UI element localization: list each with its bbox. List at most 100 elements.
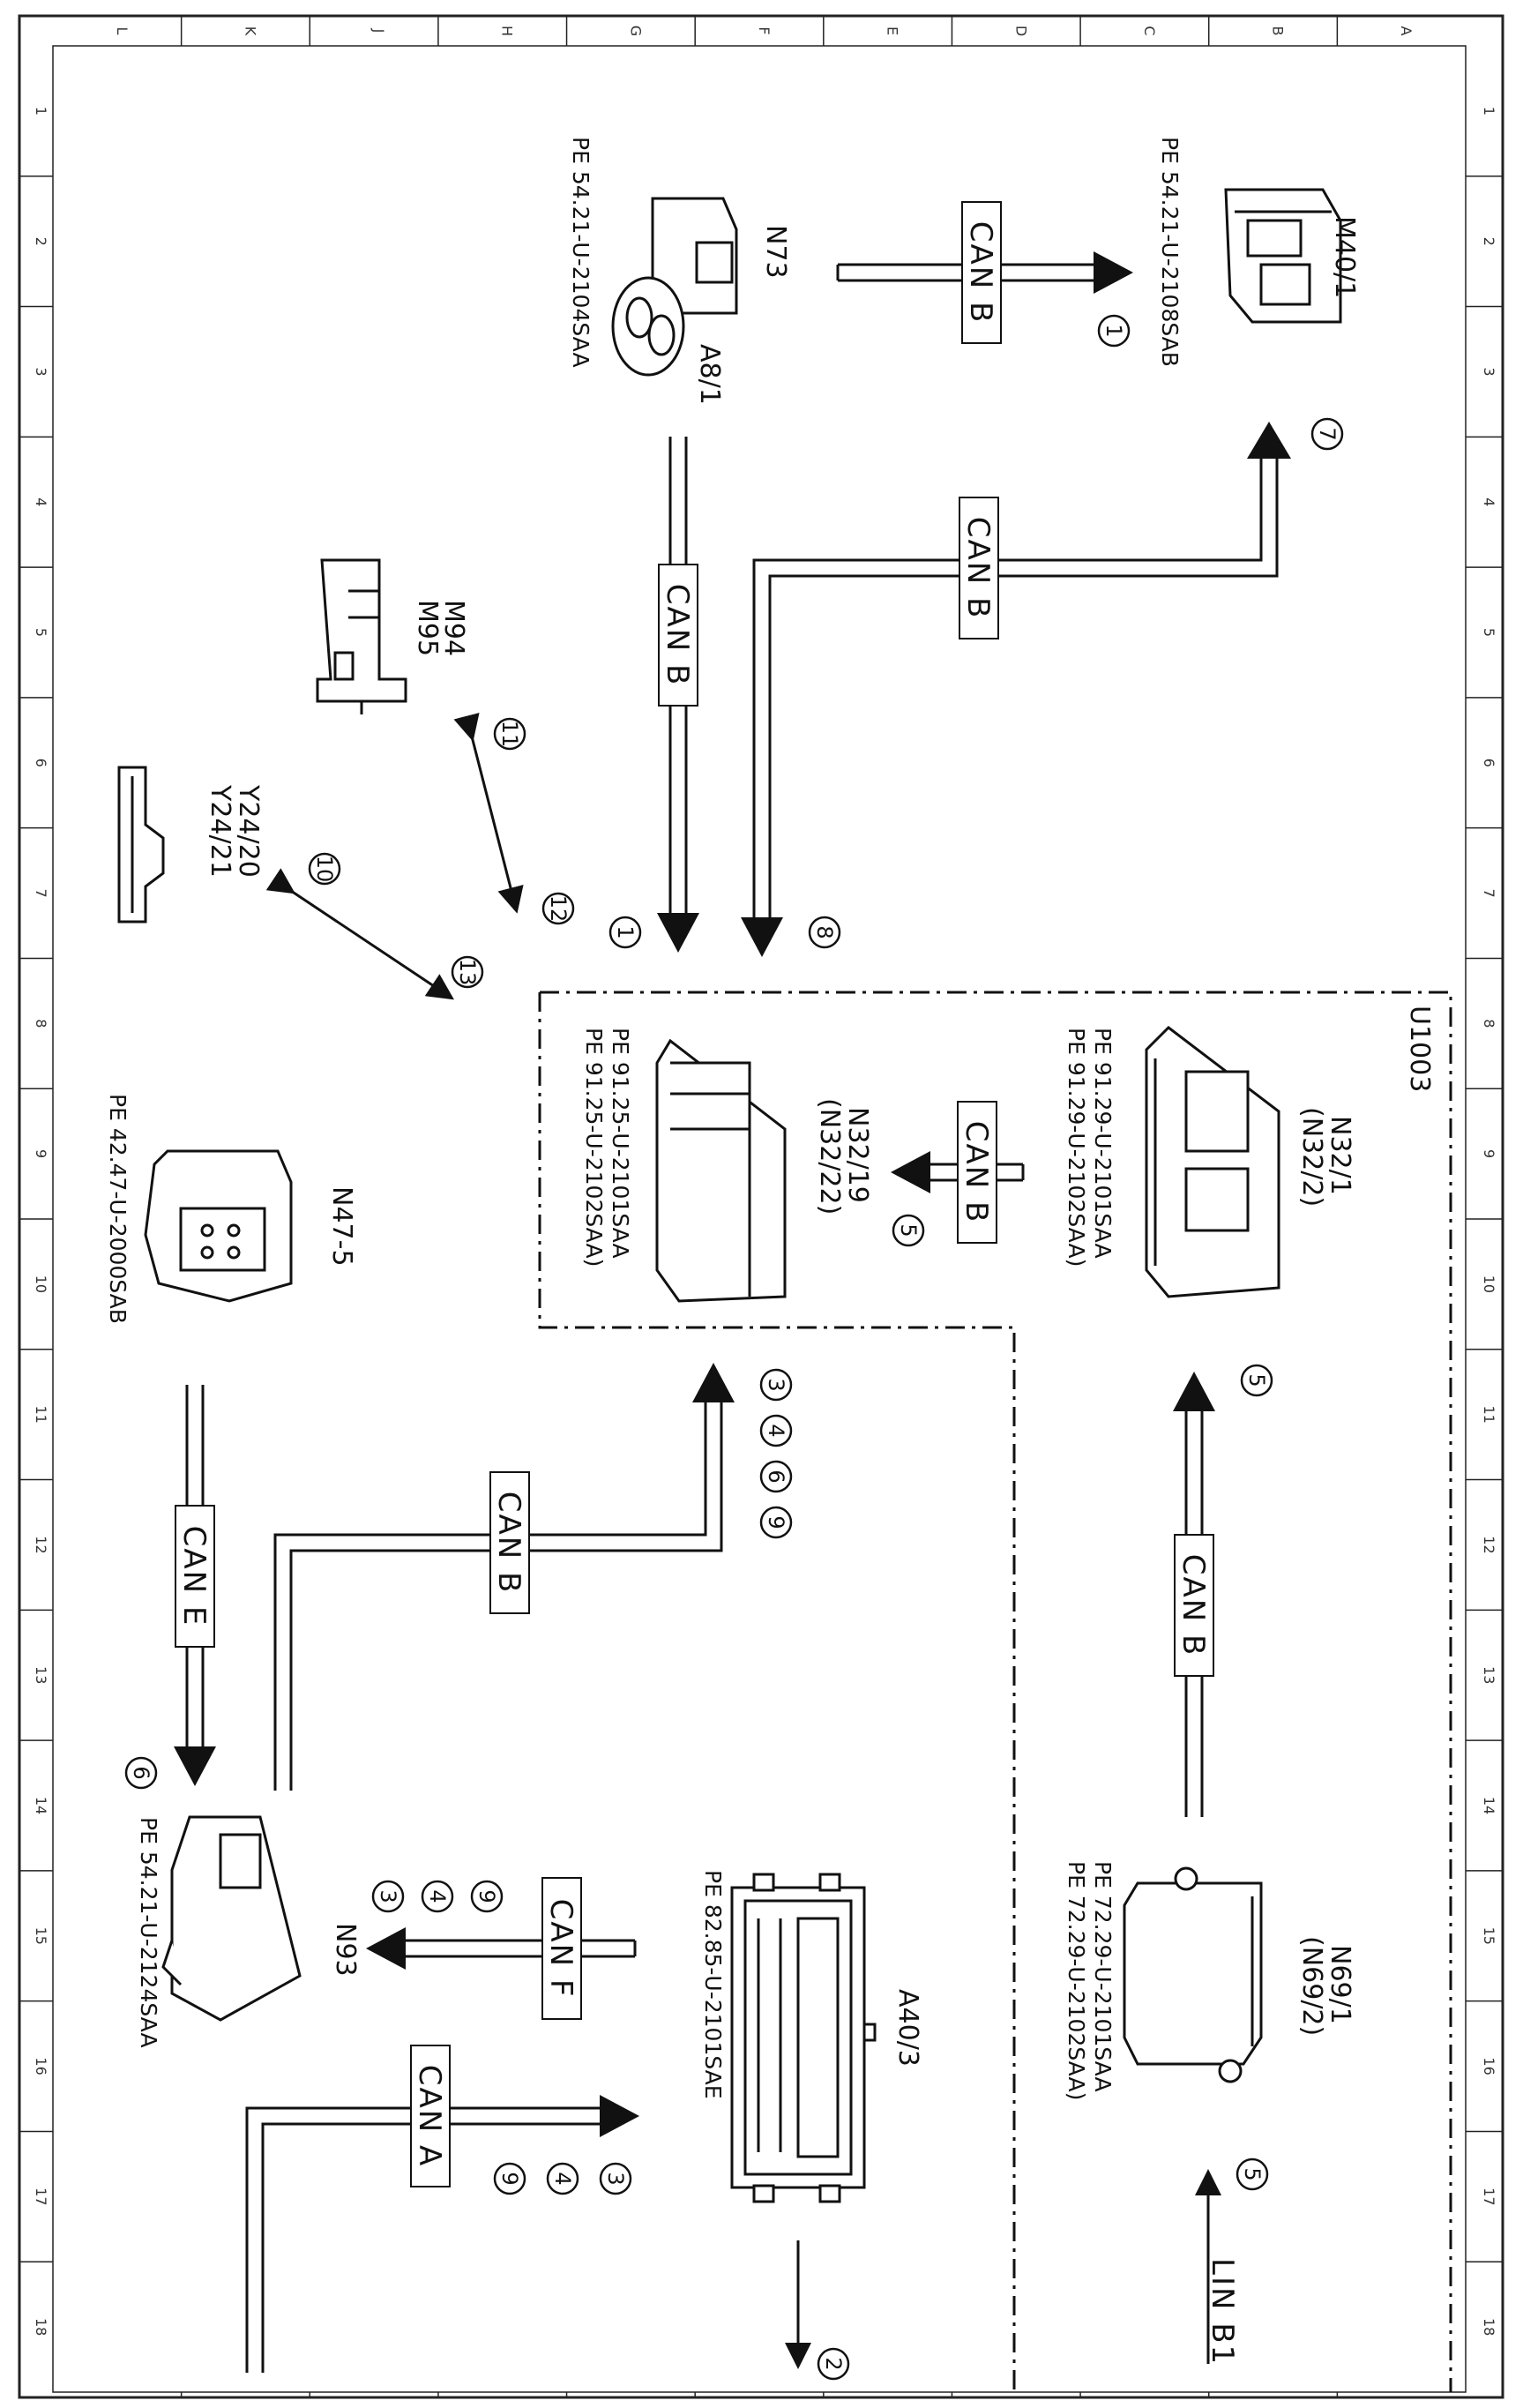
callout-1-top: 1 [1097,314,1131,348]
grid-col-label: D [1012,26,1029,36]
ref-n93: PE 54.21-U-2124SAA [136,1817,161,2048]
svg-text:5: 5 [896,1223,921,1237]
grid-col-label: A [1398,26,1415,36]
arrow-down-to-n32-19 [741,917,783,957]
grid-row-label: 16 [1481,2057,1497,2075]
svg-text:3: 3 [603,2172,628,2185]
grid-row-label: 10 [1481,1275,1497,1293]
svg-text:9: 9 [497,2172,522,2185]
arrow-up-to-n32-1 [1173,1372,1215,1411]
callout-5-lin: 5 [1236,2157,1269,2191]
svg-text:CAN F: CAN F [543,1899,579,1999]
svg-text:3: 3 [376,1889,400,1903]
grid-col-label: H [499,26,516,36]
grid-row-label: 17 [33,2187,49,2205]
grid-row-label: 12 [33,1536,49,1553]
callout-1-mid: 1 [608,916,642,949]
ref-n47-5: PE 42.47-U-2000SAB [105,1094,131,1324]
grid-row-label: 2 [33,237,49,246]
grid-row-label: 11 [33,1405,49,1423]
callout-2: 2 [817,2347,850,2381]
svg-text:CAN B: CAN B [959,1121,994,1224]
svg-text:7: 7 [1315,427,1340,440]
ref-m40-1: PE 54.21-U-2108SAB [1157,137,1183,367]
arrow-down-to-n93 [174,1746,216,1786]
callout-9-a40: 9 [493,2162,526,2195]
label-n93: N93 [330,1923,361,1977]
grid-col-label: K [242,26,258,36]
link-y24-n32 [265,868,454,1000]
grid-row-label: 12 [1481,1536,1497,1553]
grid-lines [19,16,1503,2397]
callout-4-n93: 4 [421,1880,454,1913]
svg-text:CAN B: CAN B [960,517,996,620]
callout-10: 10 [308,852,341,886]
svg-text:CAN B: CAN B [1176,1554,1211,1657]
grid-row-label: 4 [1481,497,1497,506]
bus-label-can-b-m40: CAN B [959,497,999,639]
grid-col-label: E [885,26,901,35]
grid-row-label: 7 [33,888,49,897]
grid-col-label: J [370,28,387,34]
grid-row-label: 3 [1481,367,1497,376]
label-m40-1: M40/1 [1329,216,1360,298]
svg-text:1: 1 [1101,324,1126,337]
svg-text:10: 10 [312,856,337,883]
grid-row-label: 4 [33,497,49,506]
grid-col-label: G [627,26,644,36]
arrow-to-n32-19-left [891,1151,930,1193]
bus-label-can-e: CAN E [175,1505,215,1648]
link-m94-n32 [453,713,524,914]
bus-label-can-b-n32: CAN B [957,1101,997,1244]
svg-text:4: 4 [425,1889,450,1903]
y24-component-drawing [117,766,165,924]
n32-19-component-drawing [655,1038,787,1303]
label-n69-2: (N69/2) [1296,1936,1327,2036]
m94-m95-component-drawing [316,558,407,714]
grid-row-label: 16 [33,2057,49,2075]
svg-text:9: 9 [764,1515,788,1529]
svg-text:1: 1 [613,925,638,939]
callout-9-upper: 9 [759,1506,793,1539]
callout-12: 12 [541,892,575,925]
bus-label-can-b-n69: CAN B [1174,1534,1214,1677]
svg-text:12: 12 [546,895,571,923]
grid-row-label: 6 [33,759,49,767]
arrow-to-m40 [1094,251,1133,294]
label-m95: M95 [412,600,443,656]
grid-col-label: F [756,26,773,34]
grid-row-label: 5 [1481,628,1497,637]
bus-line-to-a40 [245,2106,600,2373]
grid-row-label: 18 [1481,2318,1497,2336]
ref-n73: PE 54.21-U-2104SAA [568,137,594,368]
label-a40-3: A40/3 [892,1989,923,2067]
svg-text:3: 3 [764,1378,788,1391]
callout-3-upper: 3 [759,1368,793,1402]
svg-text:4: 4 [764,1424,788,1437]
grid-row-label: 8 [1481,1019,1497,1028]
grid-col-label: L [114,27,131,35]
m40-1-component-drawing [1224,188,1342,324]
svg-text:5: 5 [1244,1373,1269,1387]
grid-row-label: 5 [33,628,49,637]
callout-6-lower: 6 [124,1756,158,1790]
n93-component-drawing [161,1815,302,2022]
callout-11: 11 [493,717,526,751]
label-m94: M94 [438,600,469,656]
ref-n69-1-a: PE 72.29-U-2101SAA [1090,1861,1116,2092]
grid-row-label: 1 [33,107,49,116]
svg-text:CAN A: CAN A [412,2065,447,2168]
svg-text:13: 13 [455,959,480,986]
svg-text:11: 11 [497,721,522,748]
grid-row-label: 2 [1481,237,1497,246]
grid-row-label: 1 [1481,107,1497,116]
grid-row-label: 15 [33,1927,49,1945]
outer-frame [18,14,1504,2399]
svg-text:CAN E: CAN E [176,1526,212,1627]
svg-text:2: 2 [821,2357,846,2370]
label-n32-22: (N32/22) [814,1098,845,1215]
callout-6-upper: 6 [759,1460,793,1493]
callout-4-a40: 4 [546,2162,579,2195]
n69-1-component-drawing [1123,1866,1263,2083]
callout-3-a40: 3 [599,2162,632,2195]
